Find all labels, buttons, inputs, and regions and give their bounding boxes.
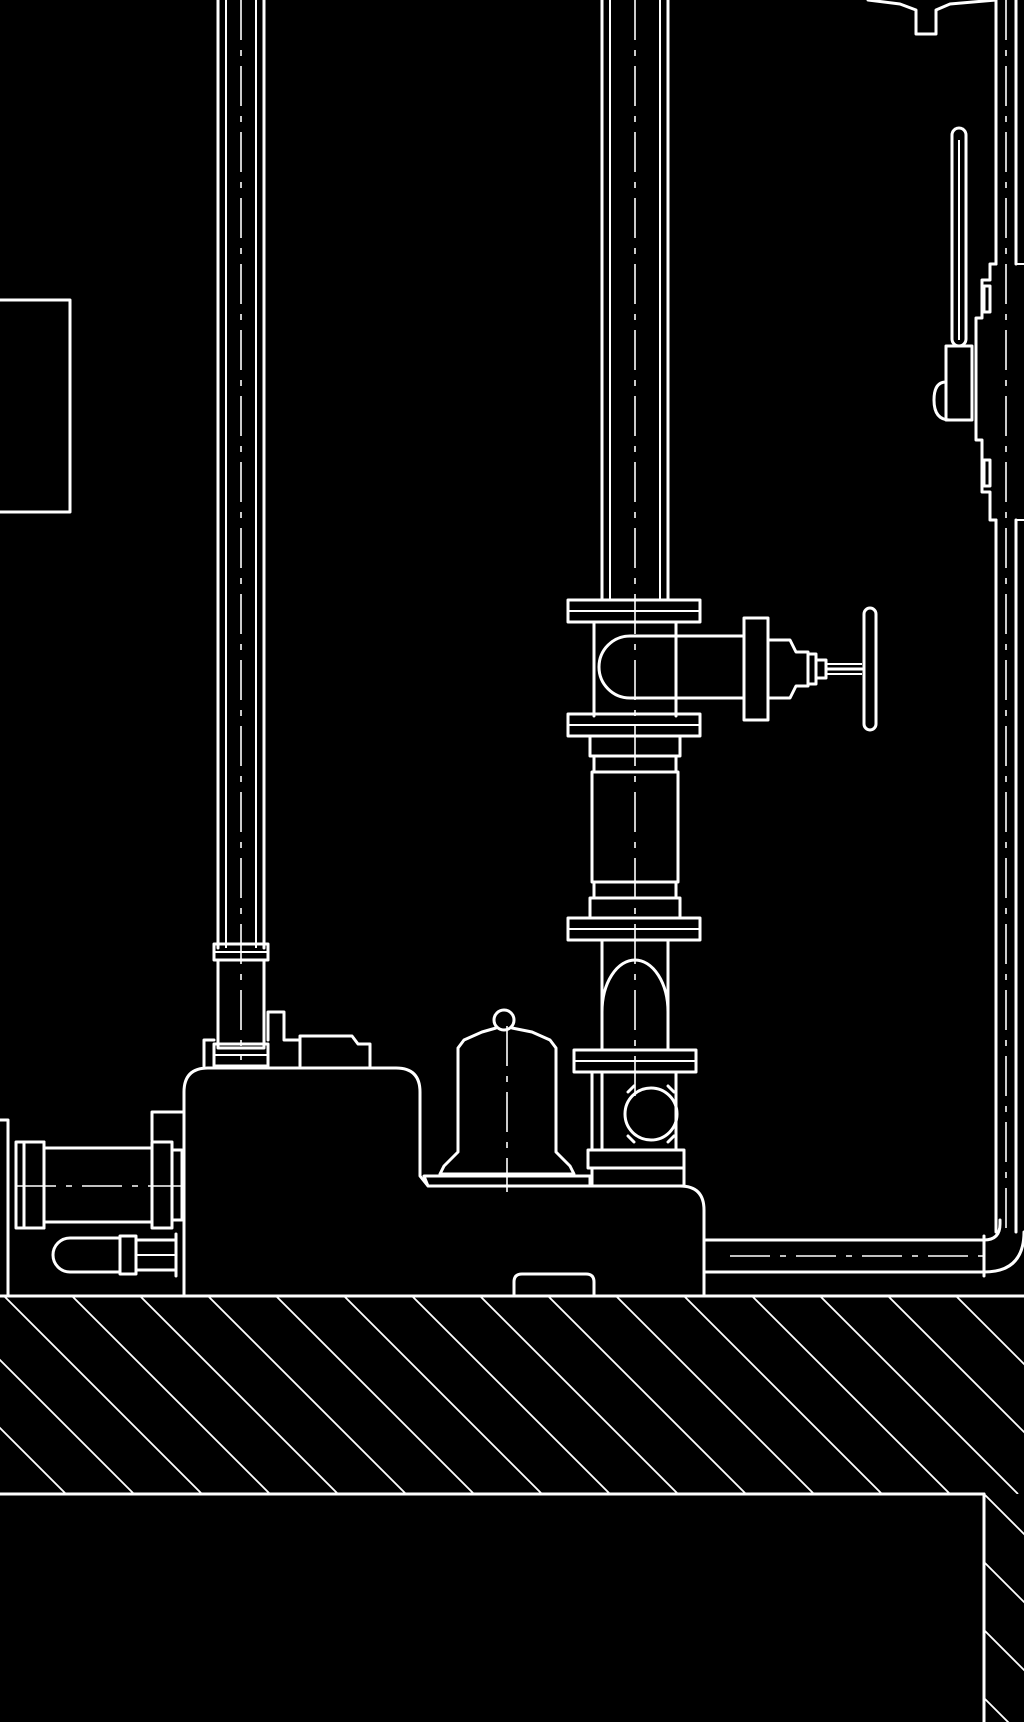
lower-wall	[982, 1492, 1024, 1722]
left-inlet-pipe	[0, 1118, 184, 1298]
floor-slab	[0, 1294, 1024, 1496]
gate-valve	[566, 598, 864, 738]
pipe-spool	[566, 734, 702, 1074]
check-valve	[586, 1070, 686, 1188]
right-vertical-pipe	[600, 0, 670, 1100]
horizontal-drain-pipe	[702, 1218, 1024, 1278]
left-vertical-pipe	[212, 0, 270, 1068]
handwheel	[862, 606, 878, 732]
far-right-pipe	[866, 0, 1024, 1234]
wall-panel	[0, 298, 72, 514]
pump-housing	[150, 1010, 706, 1298]
motor-unit	[422, 1008, 592, 1192]
